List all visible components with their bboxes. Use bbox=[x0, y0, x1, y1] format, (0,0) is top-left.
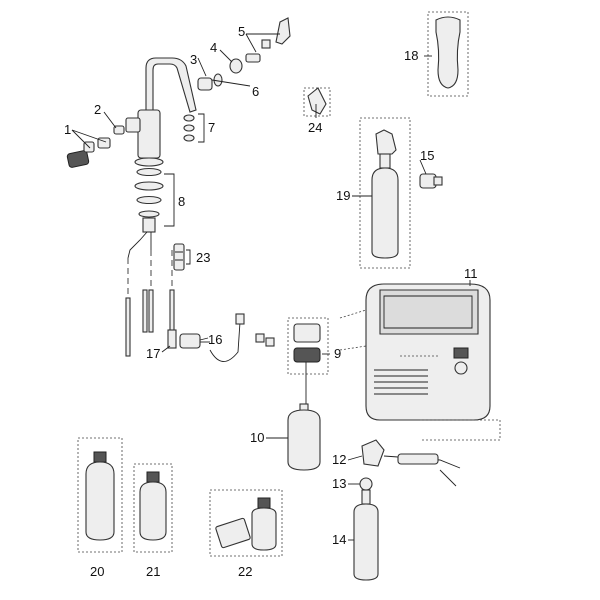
leader-lines bbox=[71, 33, 471, 541]
callout-15: 15 bbox=[420, 148, 434, 163]
part-11-chiller-unit bbox=[339, 283, 501, 441]
callout-14: 14 bbox=[332, 532, 346, 547]
callout-21: 21 bbox=[146, 564, 160, 579]
part-20-filter bbox=[77, 437, 123, 553]
callout-5: 5 bbox=[238, 24, 245, 39]
callout-4: 4 bbox=[210, 40, 217, 55]
callout-22: 22 bbox=[238, 564, 252, 579]
part-24-lever bbox=[303, 87, 331, 117]
faucet-assembly bbox=[66, 17, 291, 357]
part-10-filter bbox=[287, 403, 321, 471]
part-22-filter-set bbox=[209, 489, 283, 557]
callout-23: 23 bbox=[196, 250, 210, 265]
callout-18: 18 bbox=[404, 48, 418, 63]
part-9-valve-block bbox=[287, 317, 329, 406]
callout-1: 1 bbox=[64, 122, 71, 137]
callout-17: 17 bbox=[146, 346, 160, 361]
part-12-13-14-assembly bbox=[353, 439, 461, 581]
callout-8: 8 bbox=[178, 194, 185, 209]
part-19-co2-bottle bbox=[359, 117, 411, 269]
callout-12: 12 bbox=[332, 452, 346, 467]
callout-16: 16 bbox=[208, 332, 222, 347]
part-16-17-fittings bbox=[167, 313, 275, 362]
callout-24: 24 bbox=[308, 120, 322, 135]
callout-7: 7 bbox=[208, 120, 215, 135]
callout-labels: 1 2 3 4 5 6 7 8 9 10 11 12 13 14 15 16 1… bbox=[64, 24, 478, 579]
callout-6: 6 bbox=[252, 84, 259, 99]
callout-20: 20 bbox=[90, 564, 104, 579]
callout-2: 2 bbox=[94, 102, 101, 117]
part-21-filter bbox=[133, 463, 173, 553]
callout-13: 13 bbox=[332, 476, 346, 491]
callout-19: 19 bbox=[336, 188, 350, 203]
callout-11: 11 bbox=[464, 266, 478, 281]
part-18-bottle bbox=[427, 11, 469, 97]
vent-grille bbox=[374, 369, 428, 395]
part-15-connector bbox=[419, 173, 443, 189]
callout-9: 9 bbox=[334, 346, 341, 361]
callout-3: 3 bbox=[190, 52, 197, 67]
callout-10: 10 bbox=[250, 430, 264, 445]
